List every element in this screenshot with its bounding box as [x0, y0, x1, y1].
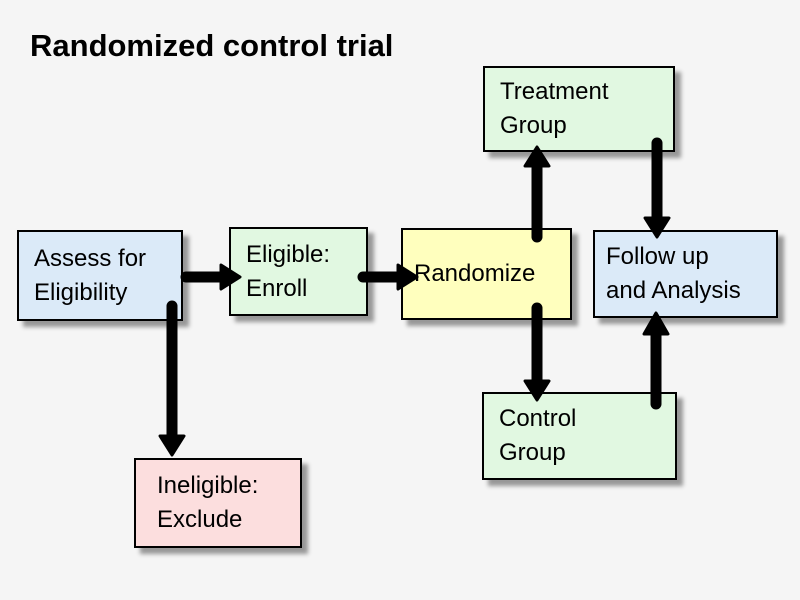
node-follow-up-and-analysis: Follow up and Analysis [593, 230, 778, 318]
node-eligible-enroll-label: Eligible: Enroll [246, 240, 331, 302]
node-treatment-group: Treatment Group [483, 66, 675, 152]
node-randomize: Randomize [401, 228, 572, 320]
arrow-treatment-to-followup [643, 137, 671, 239]
arrow-assess-to-ineligible [158, 300, 186, 457]
arrow-control-to-followup [642, 311, 670, 410]
node-ineligible-exclude: Ineligible: Exclude [134, 458, 302, 548]
node-control-group-label: Control Group [499, 405, 577, 466]
arrow-randomize-to-control [523, 302, 551, 402]
node-control-group: Control Group [482, 392, 677, 480]
arrow-randomize-to-treatment [523, 145, 551, 243]
node-eligible-enroll: Eligible: Enroll [229, 227, 368, 316]
node-ineligible-exclude-label: Ineligible: Exclude [157, 472, 259, 533]
node-assess-for-eligibility-label: Assess for Eligibility [34, 244, 147, 306]
node-assess-for-eligibility: Assess for Eligibility [17, 230, 183, 321]
node-randomize-label: Randomize [414, 260, 536, 287]
node-follow-up-and-analysis-label: Follow up and Analysis [606, 243, 741, 304]
page-title: Randomized control trial [30, 28, 394, 63]
node-treatment-group-label: Treatment Group [500, 78, 609, 139]
